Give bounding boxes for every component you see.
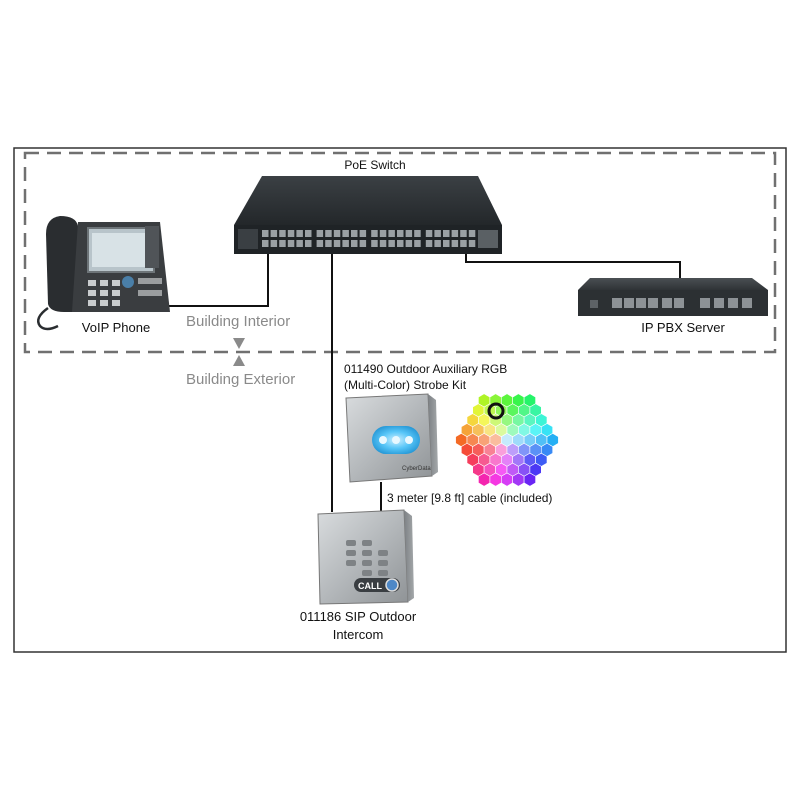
intercom-label-line2: Intercom [332,627,384,642]
boundary-arrows [233,338,245,366]
cables [165,250,681,520]
building-exterior-label: Building Exterior [186,371,296,388]
intercom-badge-text: CALL [358,581,382,591]
strobe-kit-label-line2: (Multi-Color) Strobe Kit [344,378,467,392]
cable-note-label: 3 meter [9.8 ft] cable (included) [387,491,553,505]
ip-pbx-server-label: IP PBX Server [641,320,725,335]
strobe-kit-label-line1: 011490 Outdoor Auxiliary RGB [344,362,508,376]
ip-pbx-server-icon [578,278,768,316]
poe-switch-label: PoE Switch [344,158,406,172]
outer-frame [13,147,787,653]
voip-phone-icon [37,216,170,331]
sip-intercom-icon: CALL [317,509,414,605]
rgb-strobe-icon: CyberData [345,393,438,483]
cable-switch-to-pbx [465,250,681,280]
cable-phone-to-switch [165,250,269,307]
voip-phone-label: VoIP Phone [81,320,151,335]
color-palette-icon [455,393,559,487]
building-interior-boundary [23,151,777,354]
strobe-brand-text: CyberData [402,466,431,472]
poe-switch-icon [234,176,502,254]
intercom-label-line1: 011186 SIP Outdoor [299,609,417,624]
building-interior-label: Building Interior [186,313,291,330]
